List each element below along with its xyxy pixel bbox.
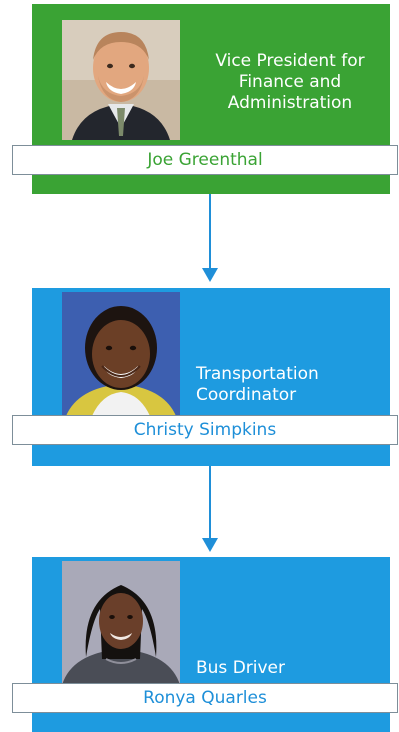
node-title: Vice President for Finance and Administr… xyxy=(200,51,380,114)
name-label-joe-greenthal: Joe Greenthal xyxy=(12,145,398,175)
portrait-photo-christy-simpkins xyxy=(62,292,180,416)
title-line: Bus Driver xyxy=(196,658,286,678)
node-title: Transportation Coordinator xyxy=(196,364,386,406)
title-line: Vice President for xyxy=(215,51,365,71)
portrait-photo-ronya-quarles xyxy=(62,561,180,685)
name-label-ronya-quarles: Ronya Quarles xyxy=(12,683,398,713)
connector-line xyxy=(209,466,211,538)
title-line: Coordinator xyxy=(196,385,297,405)
portrait-image xyxy=(62,561,180,685)
connector-line xyxy=(209,194,211,268)
title-line: Finance and xyxy=(238,72,342,92)
connector-arrowhead xyxy=(202,268,218,282)
name-label-christy-simpkins: Christy Simpkins xyxy=(12,415,398,445)
portrait-image xyxy=(62,292,180,416)
connector-arrowhead xyxy=(202,538,218,552)
node-title: Bus Driver xyxy=(196,658,386,679)
title-line: Administration xyxy=(227,93,353,113)
portrait-image xyxy=(62,20,180,140)
title-line: Transportation xyxy=(196,364,319,384)
portrait-photo-joe-greenthal xyxy=(62,20,180,140)
